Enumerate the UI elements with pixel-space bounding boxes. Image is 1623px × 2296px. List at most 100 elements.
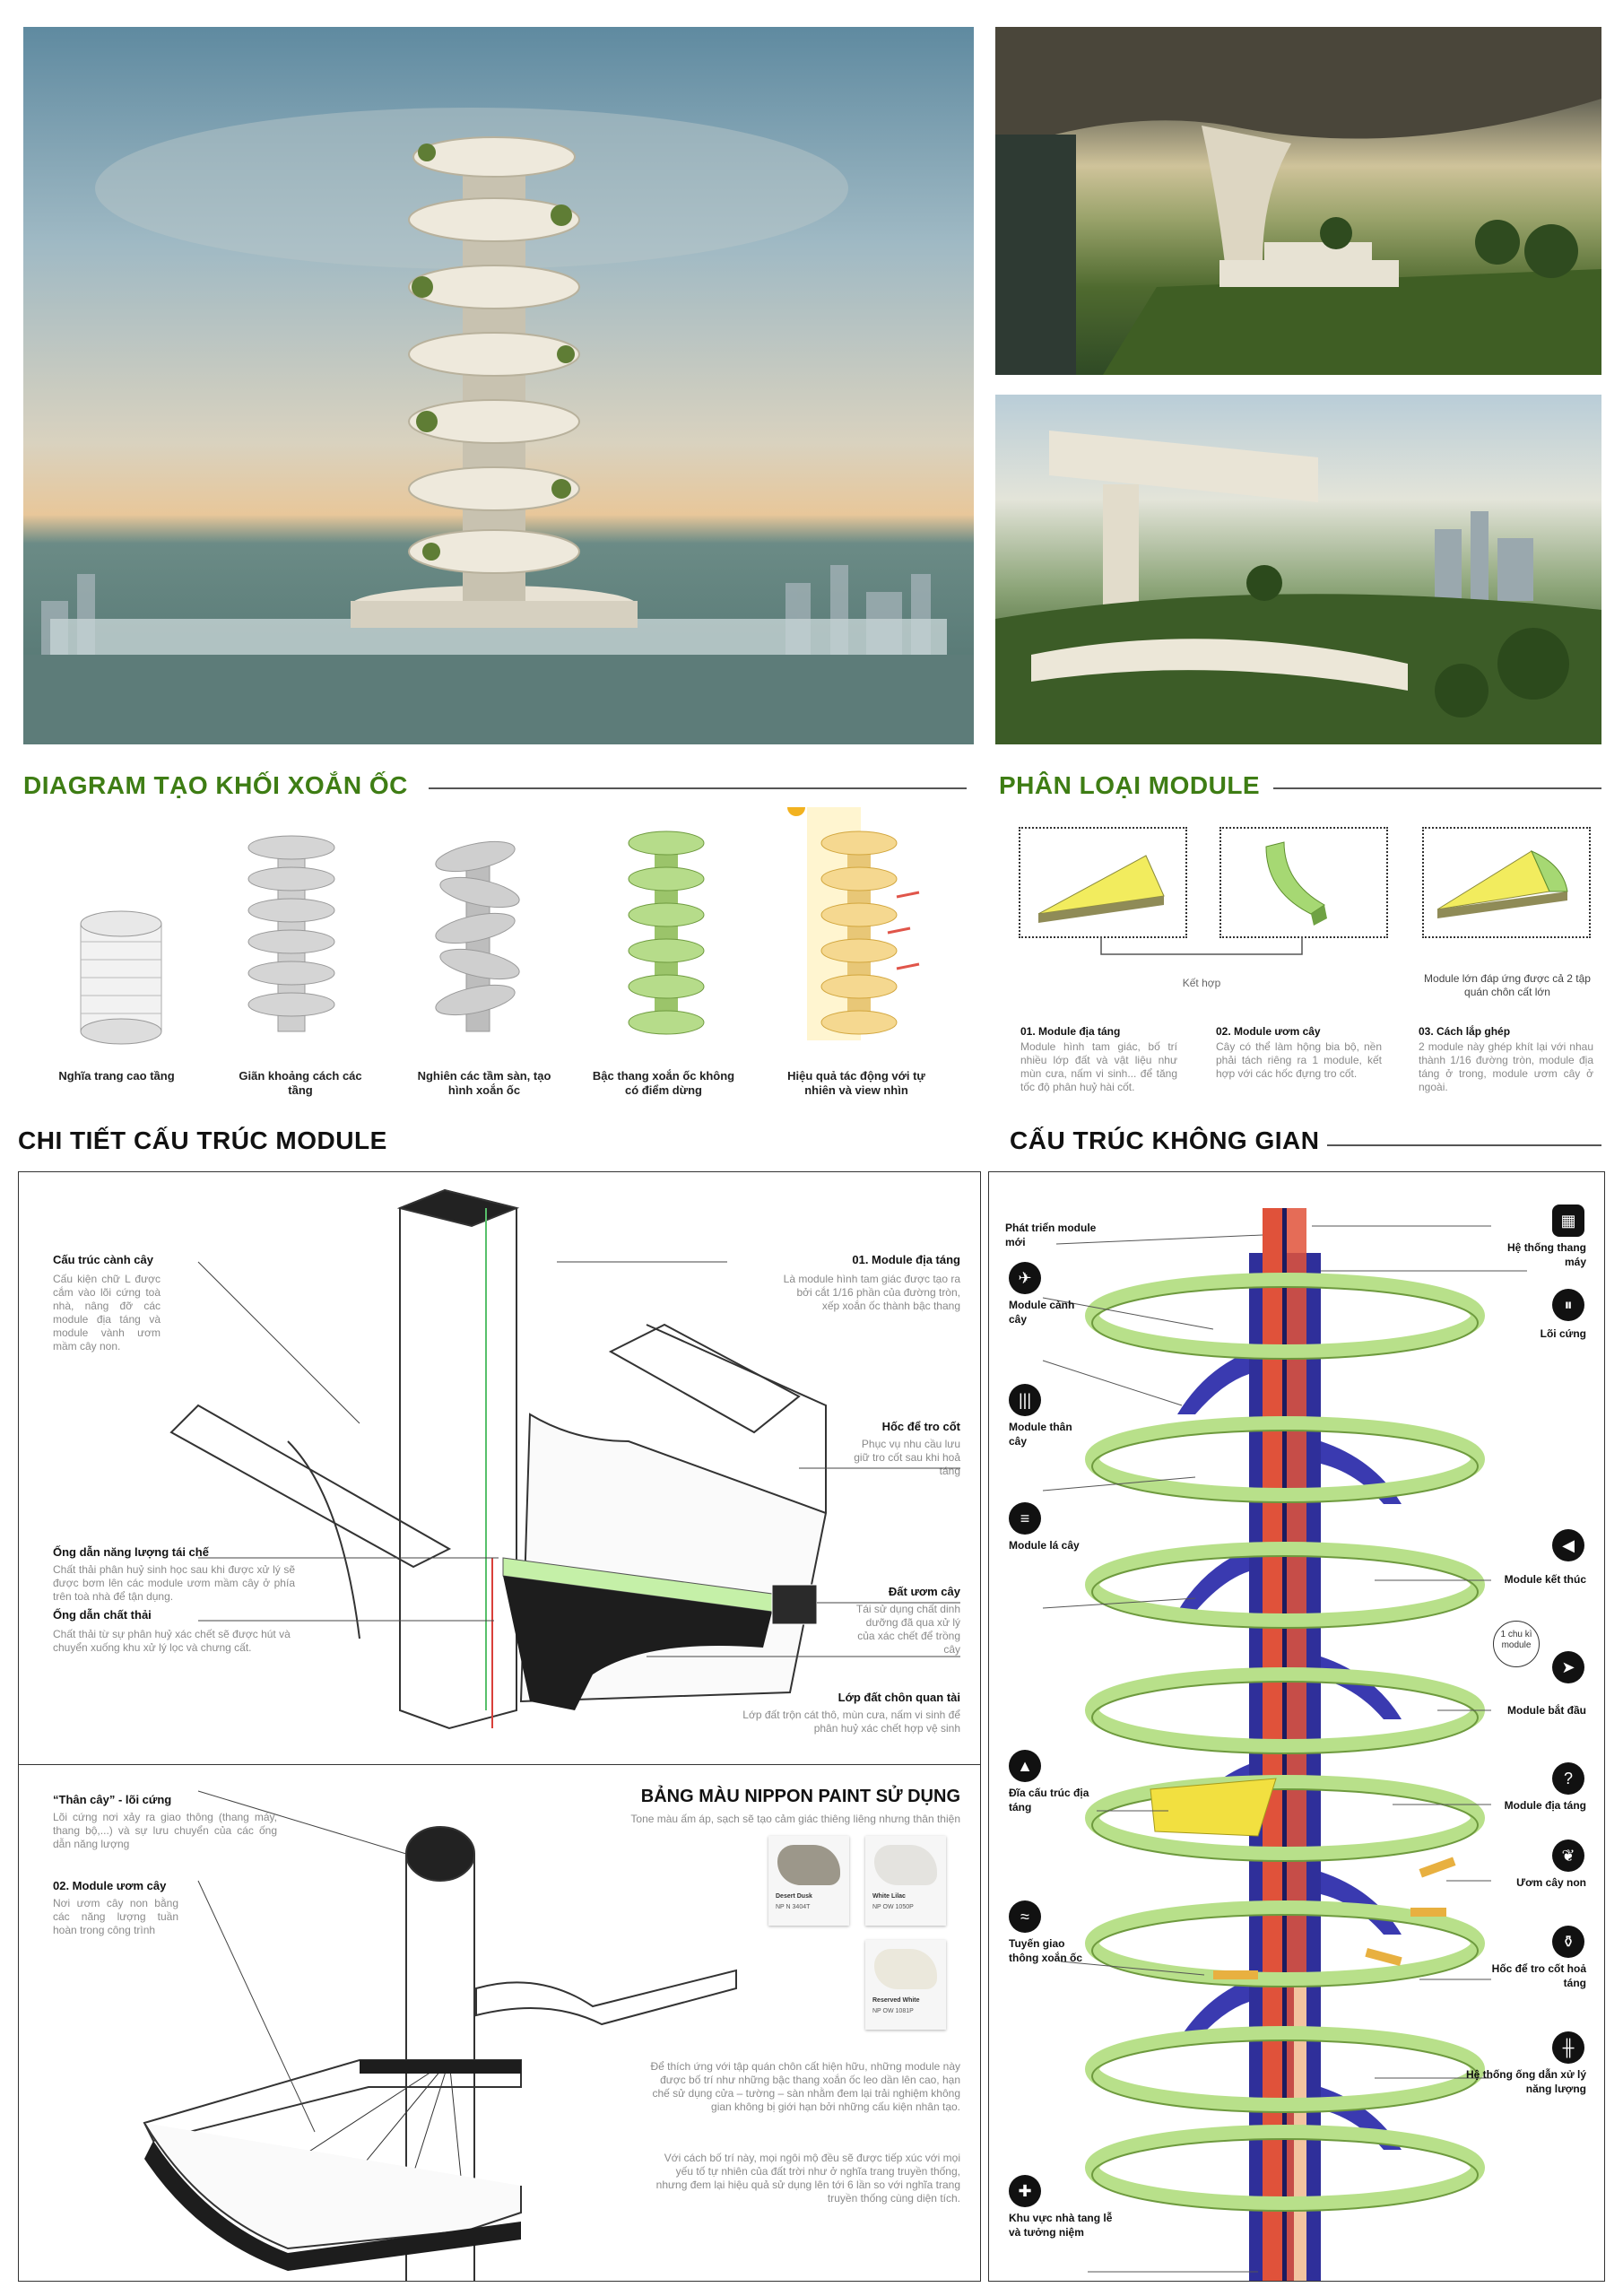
interior-render-bottom xyxy=(995,395,1601,744)
step5-sun-spiral xyxy=(787,807,920,1040)
space-panel: Phát triển module mới ✈ Module cành cây … xyxy=(988,1171,1605,2282)
elevator-icon: ▦ xyxy=(1552,1205,1584,1237)
interior-render-top xyxy=(995,27,1601,375)
core-icon: ⏸ xyxy=(1552,1289,1584,1321)
module-box-3 xyxy=(1422,827,1591,938)
branch-icon: ✈ xyxy=(1009,1262,1041,1294)
diagram-title-rule xyxy=(429,787,967,789)
step4-green-spiral xyxy=(628,831,705,1035)
disk-icon: ▲ xyxy=(1009,1750,1041,1782)
space-label-leaf: Module lá cây xyxy=(1009,1539,1080,1552)
ash-niche-text: Phục vụ nhu cầu lưu giữ tro cốt sau khi … xyxy=(854,1438,960,1477)
space-label-elevator: Hệ thống thang máy xyxy=(1507,1241,1586,1268)
module-section-drawing xyxy=(169,1188,960,1730)
swatch-reserved-white-name: Reserved White xyxy=(872,1997,920,2004)
detail-panel: Cấu trúc cành cây Cấu kiện chữ L được cắ… xyxy=(18,1171,981,2282)
end-module-icon: ◀ xyxy=(1552,1529,1584,1561)
coffin-soil-title: Lớp đất chôn quan tài xyxy=(838,1691,960,1704)
branch-structure-title: Cấu trúc cành cây xyxy=(53,1253,153,1266)
swatch-reserved-white-color xyxy=(874,1949,937,1989)
swatch-white-lilac-name: White Lilac xyxy=(872,1893,906,1900)
burial-module-title: 01. Module địa táng xyxy=(852,1253,960,1266)
detail-panel-divider xyxy=(19,1764,980,1765)
swatch-desert-dusk-code: NP N 3404T xyxy=(776,1904,811,1910)
diagram-step-1-caption: Nghĩa trang cao tầng xyxy=(58,1069,175,1083)
swatch-desert-dusk-color xyxy=(777,1845,840,1885)
module-type-1-text: Module hình tam giác, bố trí nhiều lớp đ… xyxy=(1020,1040,1177,1093)
combined-module-graphic xyxy=(1436,850,1568,918)
detail-section-title: CHI TIẾT CẤU TRÚC MODULE xyxy=(18,1126,387,1154)
space-label-traffic: Tuyến giao thông xoắn ốc xyxy=(1009,1937,1082,1964)
memorial-icon: ✚ xyxy=(1009,2175,1041,2207)
energy-pipe-title: Ống dẫn năng lượng tái chế xyxy=(53,1545,209,1559)
burial-module-icon: ? xyxy=(1552,1762,1584,1795)
plant-module-text: Nơi ươm cây non bằng các năng lượng tuần… xyxy=(53,1897,178,1936)
diagram-steps-graphic xyxy=(80,807,920,1045)
swatch-reserved-white-code: NP OW 1081P xyxy=(872,2008,914,2014)
plant-module-drawing xyxy=(143,1790,737,2281)
module-type-2-text: Cây có thể làm hộng bia bộ, nền phải tác… xyxy=(1216,1040,1382,1080)
module-section-title: PHÂN LOẠI MODULE xyxy=(999,771,1261,799)
big-module-note: Module lớn đáp ứng được cả 2 tập quán ch… xyxy=(1424,972,1591,998)
cycle-circle xyxy=(1493,1621,1540,1667)
space-section-title: CẤU TRÚC KHÔNG GIAN xyxy=(1010,1126,1320,1154)
waste-pipe-title: Ống dẫn chất thải xyxy=(53,1608,152,1622)
module-type-3-text: 2 module này ghép khít lại với nhau thàn… xyxy=(1419,1040,1593,1093)
swatch-white-lilac-code: NP OW 1050P xyxy=(872,1904,914,1910)
diagram-step-3-caption: Nghiên các tầm sàn, tạo hình xoắn ốc xyxy=(417,1069,551,1097)
leaf-icon: ≡ xyxy=(1009,1502,1041,1535)
energy-pipe-text: Chất thải phân huỷ sinh học sau khi được… xyxy=(53,1563,295,1603)
start-module-icon: ➤ xyxy=(1552,1651,1584,1683)
space-title-rule xyxy=(1327,1144,1601,1146)
burial-module-text: Là module hình tam giác được tạo ra bởi … xyxy=(783,1273,960,1312)
swatch-desert-dusk-name: Desert Dusk xyxy=(776,1893,812,1900)
pipe-system-icon: ╫ xyxy=(1552,2031,1584,2064)
terrace-illustration xyxy=(995,430,1601,744)
space-label-end-module: Module kết thúc xyxy=(1504,1573,1586,1586)
palette-title: BẢNG MÀU NIPPON PAINT SỬ DỤNG xyxy=(640,1787,960,1806)
diagram-step-5-caption: Hiệu quả tác động với tự nhiên và view n… xyxy=(787,1069,925,1097)
ash-niche-icon: ⚱ xyxy=(1552,1926,1584,1958)
plant-module-graphic xyxy=(1265,841,1327,926)
combine-label: Kết hợp xyxy=(1182,977,1221,989)
diagram-step-2-caption: Giãn khoảng cách các tầng xyxy=(239,1069,362,1097)
module-title-rule xyxy=(1273,787,1601,789)
space-label-trunk: Module thân cây xyxy=(1009,1421,1072,1448)
traffic-icon: ≈ xyxy=(1009,1900,1041,1933)
step2-spaced xyxy=(247,835,335,1032)
plant-module-title: 02. Module ươm cây xyxy=(53,1879,167,1892)
trunk-core-text: Lõi cứng nơi xảy ra giao thông (thang má… xyxy=(53,1811,277,1850)
swatch-desert-dusk: Desert Dusk NP N 3404T xyxy=(768,1836,849,1926)
space-label-ash-niche: Hốc để tro cốt hoả táng xyxy=(1491,1962,1586,1989)
module-box-1 xyxy=(1019,827,1187,938)
diagram-section-title: DIAGRAM TẠO KHỐI XOẮN ỐC xyxy=(23,771,408,799)
hero-tower-illustration xyxy=(23,108,974,744)
combine-connector-lines xyxy=(1100,936,1303,955)
swatch-white-lilac-color xyxy=(874,1845,937,1885)
step3-tilted xyxy=(435,840,520,1032)
ash-niche-title: Hốc để tro cốt xyxy=(881,1420,960,1433)
space-label-branch: Module cành cây xyxy=(1009,1299,1075,1326)
swatch-reserved-white: Reserved White NP OW 1081P xyxy=(865,1940,946,2030)
module-type-1-title: 01. Module địa táng xyxy=(1020,1025,1121,1038)
plant-soil-title: Đất ươm cây xyxy=(888,1585,960,1598)
diagram-step-4-caption: Bậc thang xoắn ốc không có điểm dừng xyxy=(592,1069,735,1097)
space-label-new-module: Phát triển module mới xyxy=(1005,1222,1097,1248)
spiral-tower-diagram xyxy=(1042,1208,1527,2281)
palette-paragraph-2: Với cách bố trí này, mọi ngôi mộ đều sẽ … xyxy=(655,2152,960,2205)
space-label-sapling: Ươm cây non xyxy=(1516,1876,1586,1889)
step1-cylinder xyxy=(80,910,162,1045)
canopy-illustration xyxy=(995,27,1601,375)
space-label-burial-module: Module địa táng xyxy=(1504,1799,1586,1812)
space-label-pipe-system: Hệ thống ống dẫn xử lý năng lượng xyxy=(1465,2068,1586,2095)
hero-render xyxy=(23,27,974,744)
trunk-core-title: “Thân cây” - lõi cứng xyxy=(53,1793,172,1806)
plant-soil-text: Tái sử dụng chất dinh dưỡng đã qua xử lý… xyxy=(855,1603,960,1656)
space-label-core: Lõi cứng xyxy=(1540,1327,1586,1340)
space-label-start-module: Module bắt đầu xyxy=(1507,1704,1586,1717)
sapling-icon: ❦ xyxy=(1552,1839,1584,1872)
coffin-soil-text: Lớp đất trộn cát thô, mùn cưa, nấm vi si… xyxy=(742,1709,960,1735)
space-label-disk: Đĩa cấu trúc địa táng xyxy=(1009,1787,1089,1813)
palette-paragraph-1: Để thích ứng với tập quán chôn cất hiện … xyxy=(650,2060,960,2113)
cycle-note: 1 chu kì module xyxy=(1500,1630,1532,1650)
